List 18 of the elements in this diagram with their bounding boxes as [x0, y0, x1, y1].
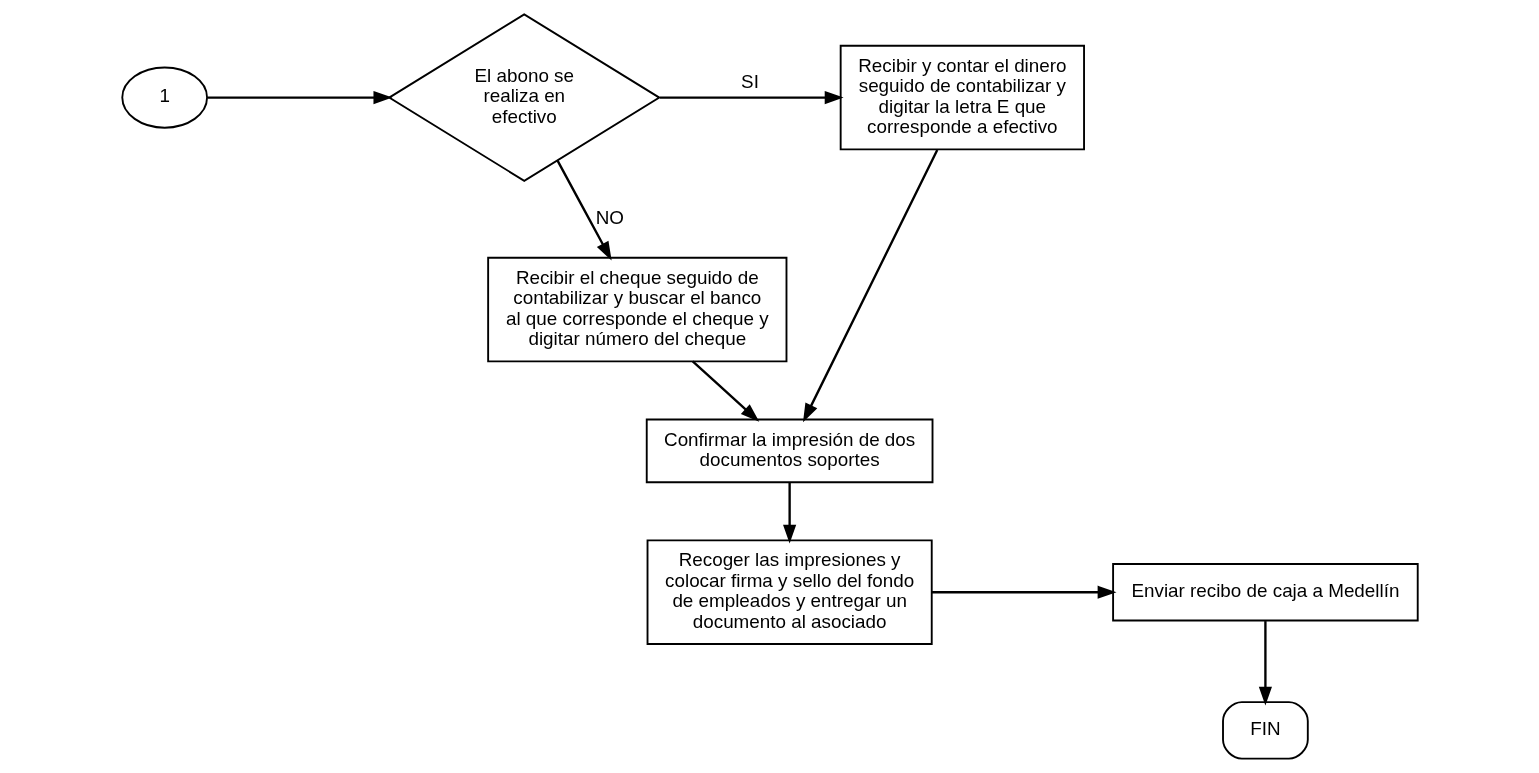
node-ellipse: 1 — [120, 66, 208, 129]
node-box: Recibir y contar el dinero seguido de contabilizar y digitar la letra E que corresponde a efectivo — [839, 44, 1085, 151]
node-box: Enviar recibo de caja a Medellín — [1111, 563, 1419, 622]
arrow — [207, 90, 392, 105]
edge-label: SI — [740, 70, 759, 92]
node-box: Recibir el cheque seguido de contabilizar y buscar el banco al que corresponde el cheque y digitar número del cheque — [486, 256, 787, 363]
arrow — [556, 160, 612, 261]
arrow — [802, 149, 938, 423]
node-diamond: El abono se realiza en efectivo — [386, 13, 661, 182]
arrow — [659, 90, 844, 105]
arrow — [691, 360, 759, 422]
arrow — [931, 585, 1116, 599]
node-box: Recoger las impresiones y colocar firma y sello del fondo de empleados y entregar un documento al asociado — [646, 539, 933, 645]
node-box: FIN — [1221, 701, 1309, 760]
node-box: Confirmar la impresión de dos documentos soportes — [645, 418, 933, 484]
arrow — [782, 482, 796, 544]
edge-label: NO — [595, 207, 624, 229]
arrow — [1258, 621, 1272, 706]
